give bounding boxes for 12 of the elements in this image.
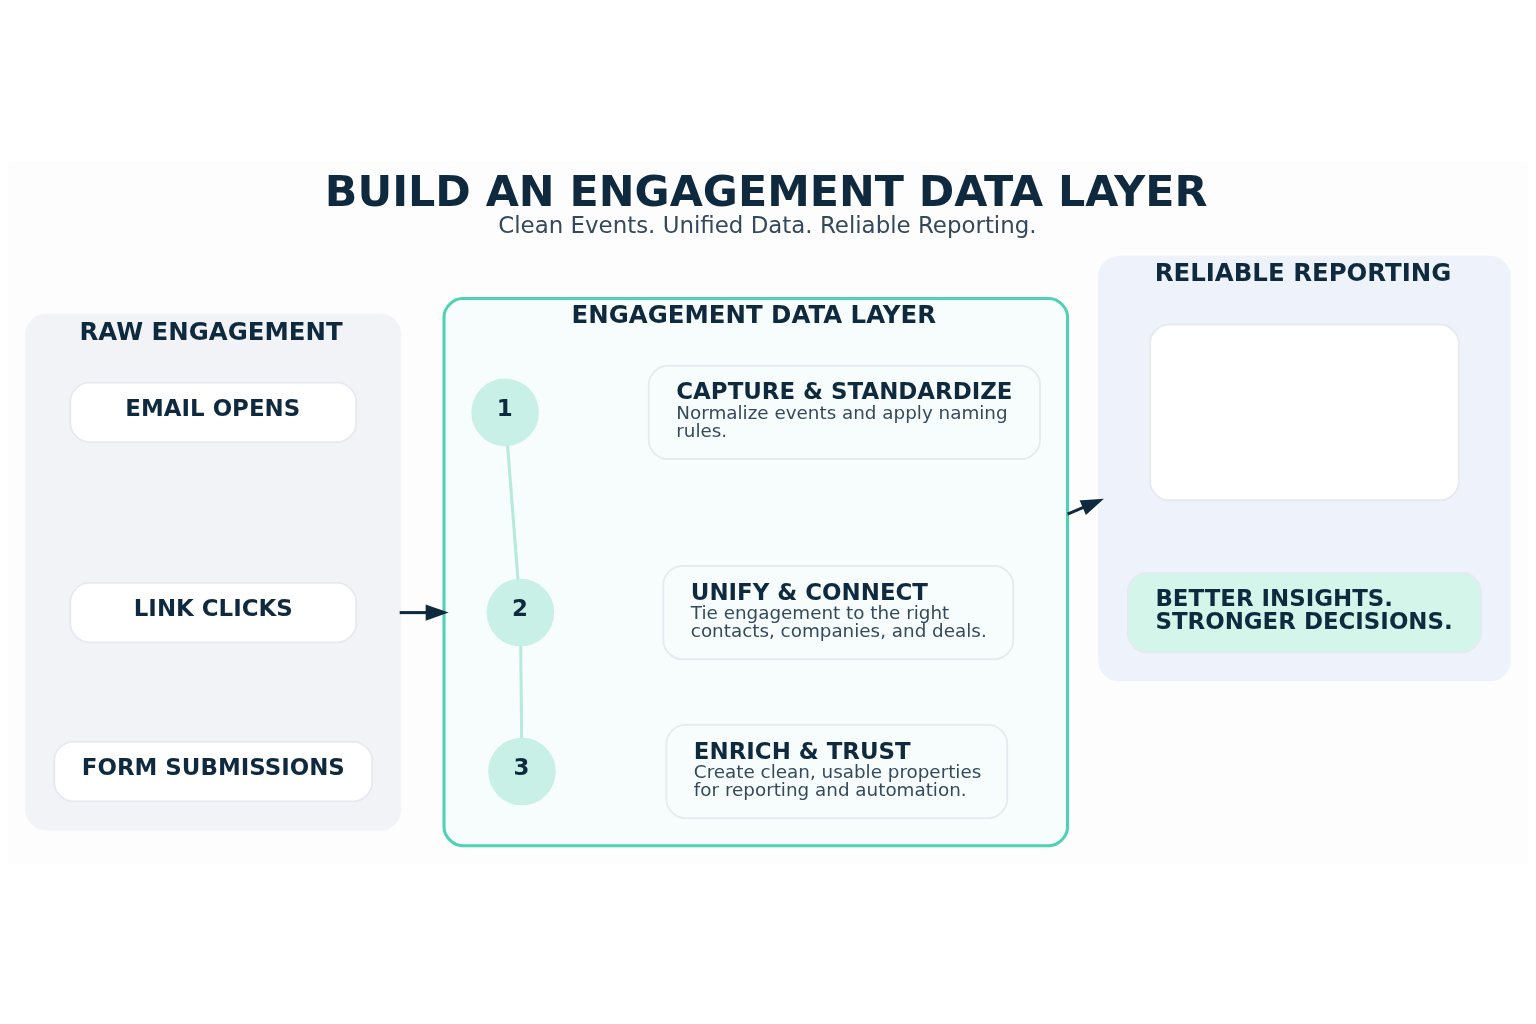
connector bbox=[519, 645, 524, 739]
node-box: EMAIL OPENS bbox=[69, 381, 358, 443]
arrow bbox=[1066, 498, 1104, 516]
node-circle: 2 bbox=[486, 578, 555, 646]
node-circle: 3 bbox=[488, 737, 556, 805]
connector bbox=[506, 445, 520, 580]
arrow bbox=[399, 604, 449, 621]
node-box bbox=[1149, 323, 1460, 501]
node-circle: 1 bbox=[471, 378, 539, 446]
node-box: FORM SUBMISSIONS bbox=[53, 740, 374, 802]
node-box: BETTER INSIGHTS. STRONGER DECISIONS. bbox=[1127, 571, 1482, 653]
node-box: LINK CLICKS bbox=[69, 581, 358, 643]
